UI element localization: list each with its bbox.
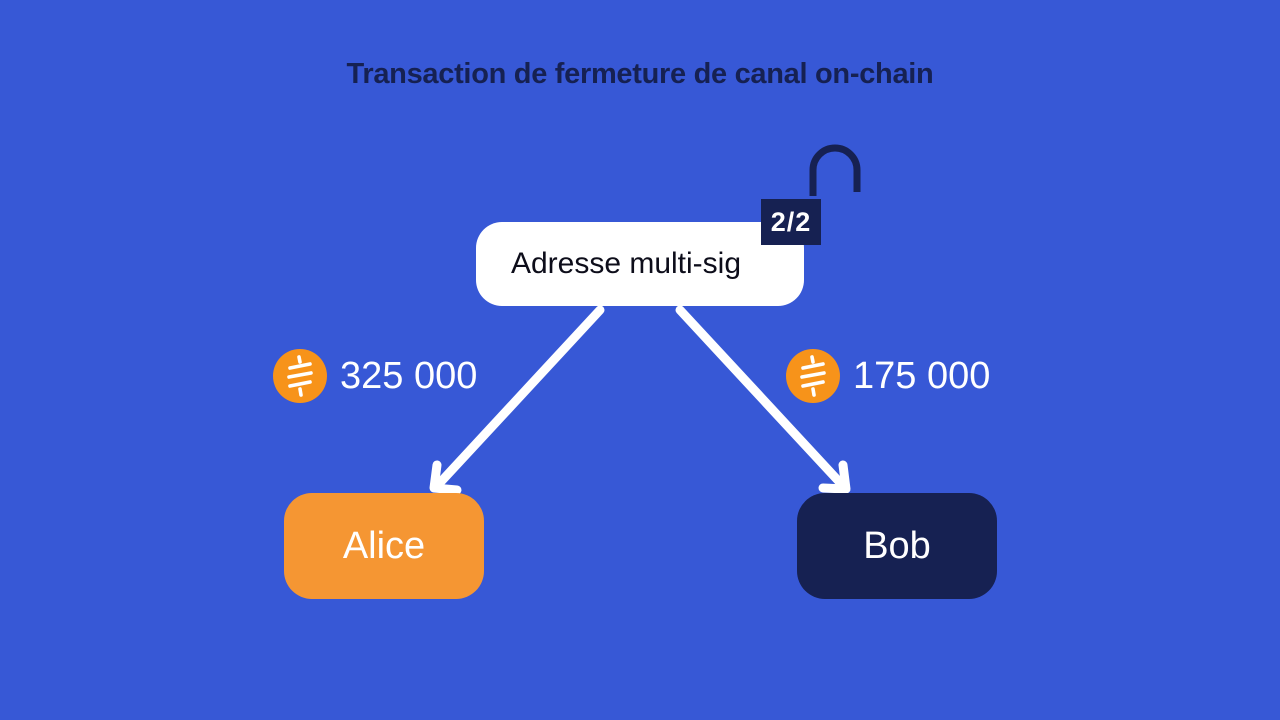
alice-amount-value: 325 000 (340, 354, 478, 397)
threshold-badge: 2/2 (761, 199, 821, 245)
bob-amount-value: 175 000 (853, 354, 991, 397)
alice-amount: 325 000 (272, 348, 477, 404)
satoshi-coin-icon (273, 349, 327, 403)
arrow-to-bob (675, 305, 851, 494)
diagram-title: Transaction de fermeture de canal on-cha… (346, 58, 934, 90)
multisig-address-node: Adresse multi-sig (476, 222, 804, 306)
bob-amount: 175 000 (785, 348, 990, 404)
open-padlock-icon (809, 144, 861, 196)
multisig-label: Adresse multi-sig (510, 247, 742, 280)
alice-node: Alice (284, 493, 484, 599)
alice-label: Alice (342, 524, 426, 567)
bob-node: Bob (797, 493, 997, 599)
satoshi-coin-icon (786, 349, 840, 403)
bob-label: Bob (863, 524, 931, 567)
arrow-to-alice (429, 305, 605, 495)
